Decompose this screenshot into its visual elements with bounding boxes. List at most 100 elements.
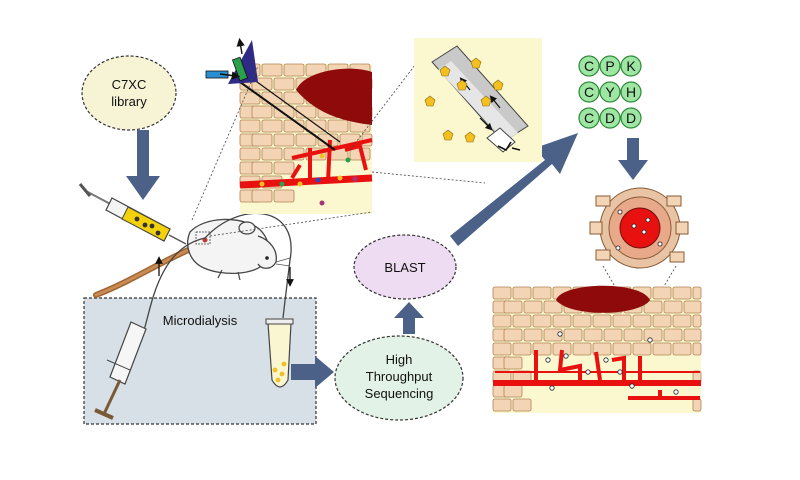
tissue-cell [612,314,632,328]
tissue-cell [683,300,702,314]
arrow-blast-to-peptides [450,133,578,246]
peptide-residue-circle [578,107,600,129]
peptide-residue-circle [578,55,600,77]
tissue-cell [672,286,692,300]
tissue-cell [583,328,603,342]
peptide-residue-circle [578,81,600,103]
tissue-cell [512,342,532,356]
blast-label: BLAST [384,260,425,275]
tissue-cell [572,342,592,356]
tissue-cell [592,314,612,328]
hts-label-line1: High [386,352,413,367]
tissue-cell [492,342,512,356]
library-ellipse [81,55,177,131]
tissue-cell [503,384,523,398]
tissue-cell [251,189,273,203]
tissue-cell [523,300,543,314]
tissue-cell [492,286,512,300]
tissue-cell [692,342,702,356]
peptide-residue-letter: C [584,84,594,100]
blast-ellipse [353,234,457,300]
syringe-icon [78,183,187,245]
peptide-residue-letter: D [605,110,615,126]
inset-connector-lines [191,51,486,237]
tissue-cell [692,314,702,328]
tissue-cell [512,398,532,412]
tissue-cell [492,314,512,328]
library-label-line2: library [111,94,147,109]
peptide-residue-circle [599,81,621,103]
tissue-cell [623,328,643,342]
mouse-icon [93,218,291,298]
tissue-cell [512,314,532,328]
tissue-cell [532,286,552,300]
tissue-cell [305,119,327,133]
arrow-tube-to-hts [291,356,334,388]
tissue-cell [261,147,283,161]
tissue-cell [239,91,261,105]
peptide-residue-letter: C [584,58,594,74]
tissue-cell [672,342,692,356]
tissue-cell [273,133,295,147]
library-label-line1: C7XC [112,77,147,92]
tissue-cell [295,133,317,147]
tissue-cell [283,63,305,77]
tissue-cell [503,356,523,370]
tissue-cell [692,398,702,412]
peptide-residue-circle [620,81,642,103]
tissue-section-treated [492,285,702,413]
tissue-cell [512,286,532,300]
tissue-cell [632,314,652,328]
tissue-cell [273,161,295,175]
tissue-inset [239,63,373,214]
tissue-cell [543,300,563,314]
tissue-cell [663,328,683,342]
tissue-cell [552,314,572,328]
tissue-cell [652,314,672,328]
tissue-cell [572,314,592,328]
peptide-residue-letter: D [626,110,636,126]
peptide-residue-circle [599,107,621,129]
tissue-cell [239,119,261,133]
tissue-cell [683,328,702,342]
peptide-residue-letter: C [584,110,594,126]
tissue-cell [251,133,273,147]
arrow-hts-to-blast [394,302,424,334]
peptide-residue-letter: H [626,84,636,100]
tissue-cell [251,105,273,119]
tissue-cell [563,328,583,342]
tissue-cell [663,300,683,314]
peptide-residue-letter: Y [605,84,615,100]
peptide-residue-circle [620,55,642,77]
peptide-residue-letter: P [605,58,614,74]
peptide-residue-letter: K [626,58,636,74]
tissue-cell [643,328,663,342]
tissue-cell [503,328,523,342]
tissue-cell [643,300,663,314]
tissue-cell [261,63,283,77]
tissue-cell [261,119,283,133]
tissue-cell [273,77,295,91]
hts-ellipse [334,335,464,421]
tissue-cell [327,119,349,133]
tissue-cell [239,147,261,161]
tissue-cell [692,286,702,300]
tissue-cell [652,342,672,356]
tissue-cell [532,314,552,328]
tissue-cell [612,342,632,356]
tissue-cell [492,398,512,412]
tissue-cell [523,328,543,342]
peptide-residue-circle [599,55,621,77]
microdialysis-label: Microdialysis [163,313,238,328]
tissue-cell [273,189,295,203]
hts-label-line2: Throughput [366,369,433,384]
tissue-cell [503,300,523,314]
tissue-cell [672,314,692,328]
peptide-residue-circle [620,107,642,129]
microdialysis-probe-icon [205,37,258,84]
arrow-library-to-syringe [126,130,160,200]
tissue-cell [603,328,623,342]
collection-tube-icon [265,318,294,388]
